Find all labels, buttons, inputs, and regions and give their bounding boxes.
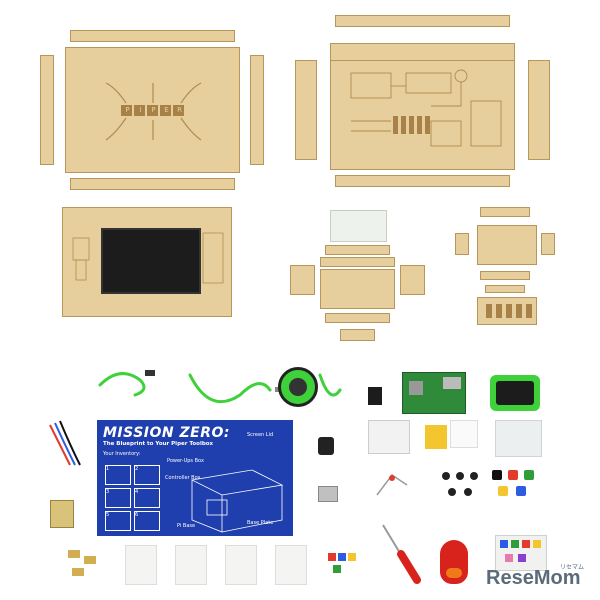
key-caps [328,553,356,575]
logo-letter: P [125,106,130,114]
wood-strip [480,207,530,217]
inventory-label: Your Inventory: [103,451,141,457]
yellow-component [425,425,447,449]
logo-letter: E [164,106,169,114]
screwdriver [382,524,421,584]
metal-clip [50,500,74,528]
jumper-wires [49,420,81,466]
wood-panel-group-top-left: P I P E R [40,30,265,190]
hinges [68,550,98,580]
label-base-plate: Base Plate [247,520,274,526]
piper-logo-engraving [105,82,202,141]
micro-usb-connector [318,486,338,502]
logo-letter: I [139,106,142,114]
wood-strip-left [40,55,54,165]
wood-strip-right [528,60,550,160]
micro-sd-card [368,387,382,405]
wood-circuit-plate [330,60,515,170]
wood-strip-right [250,55,264,165]
wood-side-left [455,233,469,255]
toolbox-blueprint-drawing [190,469,284,533]
clear-case [495,420,542,457]
button-holes [486,304,532,318]
display-screen [101,228,201,294]
controller-box-parts [285,205,435,345]
circuit-engraving [350,69,502,147]
watermark-kana: リセマム [560,564,585,571]
black-buttons [440,470,480,500]
inventory-grid: 1 2 3 4 5 6 [105,465,160,531]
inventory-number: 4 [134,488,160,508]
wood-base-plate: P I P E R [65,47,240,173]
wood-strip-top [70,30,235,42]
speaker [278,367,318,407]
resemom-watermark: ReseMom [486,567,580,590]
wood-strip-left [295,60,317,160]
colored-buttons [490,468,545,500]
raspberry-pi-board [402,372,466,414]
robot-engraving [72,232,224,284]
wood-strip [325,245,390,255]
wood-strip [325,313,390,323]
wood-strip-top [335,15,510,27]
wood-strip-upper [330,43,515,61]
wood-strip [485,285,525,293]
wood-strip-bottom [335,175,510,187]
power-ups-plate [477,225,537,265]
label-power-ups-box: Power-Ups Box [167,458,204,464]
wood-panel-group-top-right [290,15,560,190]
button-holder-plate [477,297,537,325]
logo-letter: P [151,106,156,114]
clear-acrylic-lid [330,210,387,242]
wood-strip [320,257,395,267]
red-mouse [440,540,468,584]
manual-title: MISSION ZERO: [103,425,231,441]
screw-bag [225,545,257,585]
screen-box [62,207,232,317]
watermark-text: ReseMom [486,567,581,589]
piper-controller-device [490,375,540,411]
inventory-number: 6 [134,511,160,531]
wire-organizer [495,535,547,571]
controller-plate [320,269,395,309]
logo-letter: R [177,106,182,114]
usb-adapter [318,437,334,455]
breadboard [368,420,410,454]
label-pi-base: Pi Base [177,523,196,529]
label-screen-lid: Screen Lid [247,432,274,438]
mini-breadboard [450,420,478,448]
inventory-number: 2 [134,465,160,485]
label-controller-box: Controller Box [165,475,201,481]
wood-side-right [541,233,555,255]
wood-strip [480,271,530,280]
led-components [376,473,408,496]
power-ups-box-parts [455,205,555,335]
screw-bag [175,545,207,585]
wood-side-right [400,265,425,295]
wood-strip-bottom [70,178,235,190]
screw-bag [125,545,157,585]
manual-subtitle: The Blueprint to Your Piper Toolbox [103,441,214,447]
inventory-number: 5 [105,511,131,531]
inventory-number: 1 [105,465,131,485]
mission-zero-manual: MISSION ZERO: The Blueprint to Your Pipe… [95,418,295,538]
inventory-number: 3 [105,488,131,508]
wood-strip [340,329,375,341]
wood-side-left [290,265,315,295]
screw-bag [275,545,307,585]
